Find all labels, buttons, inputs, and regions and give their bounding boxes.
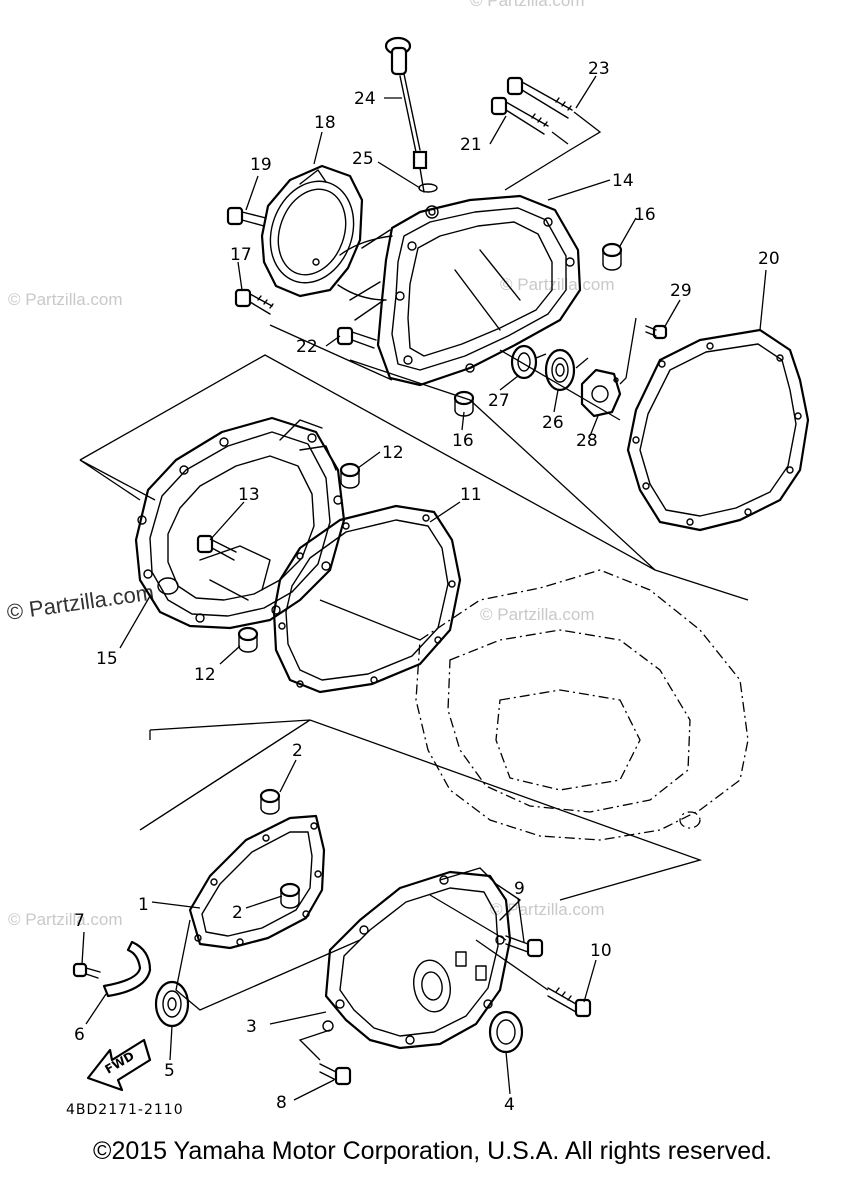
retainer-plate-28 — [580, 368, 622, 418]
callout-28: 28 — [576, 431, 598, 451]
callout-3: 3 — [246, 1017, 257, 1037]
gasket-1 — [188, 814, 326, 950]
copyright-notice: ©2015 Yamaha Motor Corporation, U.S.A. A… — [93, 1137, 772, 1165]
callout-5: 5 — [164, 1061, 175, 1081]
callout-19: 19 — [250, 155, 272, 175]
o-ring-25 — [418, 183, 438, 193]
callout-26: 26 — [542, 413, 564, 433]
watermark-main: © Partzilla.com — [5, 580, 155, 625]
bolt-13 — [196, 534, 237, 561]
bolt-17 — [234, 288, 274, 315]
callout-10: 10 — [590, 941, 612, 961]
callout-labels: 23 24 18 21 19 25 14 16 17 20 29 22 27 2… — [74, 59, 780, 1115]
callout-12-upper: 12 — [382, 443, 404, 463]
callout-16-lower: 16 — [452, 431, 474, 451]
callout-24: 24 — [354, 89, 376, 109]
callout-6: 6 — [74, 1025, 85, 1045]
oil-seal-27 — [510, 344, 538, 380]
bolt-9 — [505, 935, 544, 958]
crankcase-body — [415, 569, 749, 841]
watermark: © Partzilla.com — [8, 290, 123, 309]
gasket-20 — [626, 328, 810, 532]
dowel-pin-12-upper — [339, 462, 361, 489]
crankcase-cover-14 — [337, 194, 582, 387]
forward-direction-arrow: FWD — [86, 1038, 152, 1092]
callout-13: 13 — [238, 485, 260, 505]
callout-11: 11 — [460, 485, 482, 505]
dowel-pin-12-lower — [237, 626, 259, 653]
dipstick-24 — [384, 36, 428, 193]
crankcase-cover-15 — [134, 416, 346, 630]
watermark: © Partzilla.com — [500, 275, 615, 294]
leader-lines — [81, 75, 767, 1101]
callout-22: 22 — [296, 337, 318, 357]
callout-23: 23 — [588, 59, 610, 79]
bolt-22 — [336, 326, 377, 349]
bolt-8 — [319, 1063, 352, 1086]
callout-8: 8 — [276, 1093, 287, 1113]
bolt-7 — [72, 962, 101, 979]
callout-21: 21 — [460, 135, 482, 155]
watermark: © Partzilla.com — [480, 605, 595, 624]
callout-16-upper: 16 — [634, 205, 656, 225]
callout-14: 14 — [612, 171, 634, 191]
callout-17: 17 — [230, 245, 252, 265]
callout-1: 1 — [138, 895, 149, 915]
dowel-pin-2-lower — [279, 882, 301, 909]
bearing-5 — [154, 980, 190, 1028]
crankcase-cover-3 — [322, 867, 521, 1050]
callout-2-upper: 2 — [292, 741, 303, 761]
bolt-10 — [547, 987, 592, 1018]
bolt-23 — [506, 76, 573, 119]
bolt-21 — [490, 96, 549, 135]
diagram-code: 4BD2171-2110 — [66, 1102, 184, 1118]
cover-plate-18 — [260, 164, 364, 298]
callout-29: 29 — [670, 281, 692, 301]
dowel-pin-2-upper — [259, 788, 281, 815]
callout-18: 18 — [314, 113, 336, 133]
dowel-pin-16-upper — [601, 242, 623, 271]
callout-25: 25 — [352, 149, 374, 169]
stopper-plate-6 — [102, 940, 152, 998]
watermark: © Partzilla.com — [8, 910, 123, 929]
callout-15: 15 — [96, 649, 118, 669]
callout-20: 20 — [758, 249, 780, 269]
callout-4: 4 — [504, 1095, 515, 1115]
callout-7: 7 — [74, 911, 85, 931]
callout-2-lower: 2 — [232, 903, 243, 923]
oil-seal-4 — [488, 1010, 524, 1054]
callout-12-lower: 12 — [194, 665, 216, 685]
bearing-26 — [544, 348, 576, 392]
watermark: © Partzilla.com — [470, 0, 585, 10]
callout-27: 27 — [488, 391, 510, 411]
bolt-19 — [226, 206, 267, 227]
callout-9: 9 — [514, 879, 525, 899]
screw-29 — [645, 324, 668, 340]
